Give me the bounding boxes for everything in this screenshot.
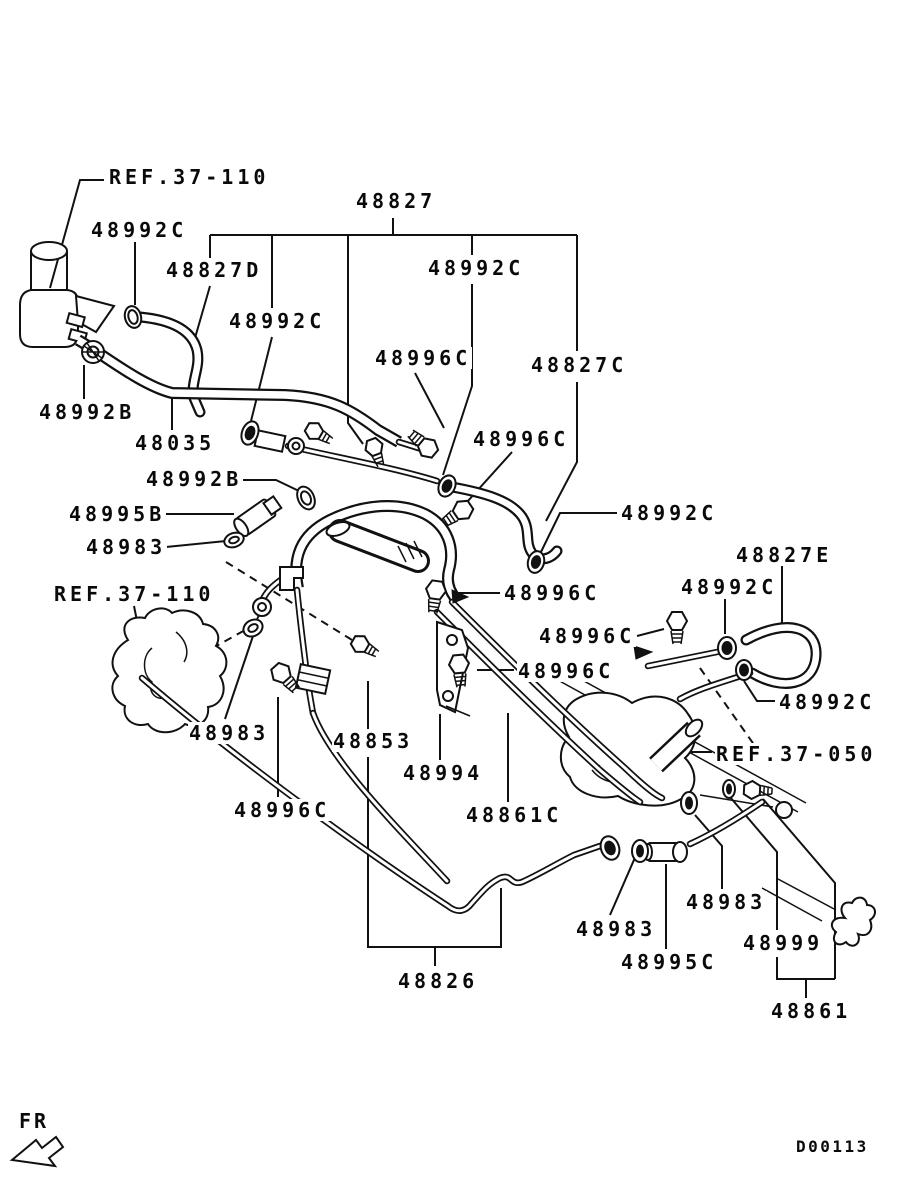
part-label-48861c: 48861C	[465, 803, 564, 827]
part-label-48983-a: 48983	[85, 535, 168, 559]
part-label-ref-37-050: REF.37-050	[715, 742, 878, 766]
part-label-48853: 48853	[332, 729, 415, 753]
part-label-48996c-a: 48996C	[374, 346, 473, 370]
part-label-48996c-b: 48996C	[472, 427, 571, 451]
bolt-banjo-top	[303, 422, 334, 445]
part-label-48992c-e: 48992C	[680, 575, 779, 599]
bolt-48996c-6	[270, 661, 300, 694]
oring-48983-gear	[680, 791, 698, 815]
elbow-fitting	[279, 566, 304, 591]
bolt-48996c-3	[424, 579, 448, 614]
clamp-48992c-right	[526, 550, 546, 574]
washer-48999	[722, 779, 736, 799]
oring-bottom-cluster	[631, 839, 649, 863]
clamp-48983-bottom	[599, 835, 621, 861]
gear-pipes-48861	[433, 598, 666, 806]
spring-clamp-48992b	[81, 340, 105, 364]
reservoir-tank	[19, 241, 116, 348]
part-label-48827c: 48827C	[530, 353, 629, 377]
part-label-48035: 48035	[134, 431, 217, 455]
hose-48827c	[446, 481, 563, 565]
part-label-48983-c: 48983	[575, 917, 658, 941]
part-label-48996c-f: 48996C	[233, 798, 332, 822]
banjo-joint-top	[253, 429, 305, 455]
part-label-48992b-b: 48992B	[145, 467, 244, 491]
steering-gear	[544, 663, 807, 819]
clamp-48992c-uhose-top	[717, 636, 737, 660]
part-label-48992b-a: 48992B	[38, 400, 137, 424]
hidden-lines	[199, 561, 837, 922]
bolt-48999	[742, 779, 773, 801]
oring-48983-left	[223, 531, 245, 549]
flow-arrows	[451, 589, 654, 660]
part-label-48992c-d: 48992C	[620, 501, 719, 525]
power-steering-pump	[111, 607, 228, 734]
part-label-48827d: 48827D	[165, 258, 264, 282]
part-label-48995c: 48995C	[620, 950, 719, 974]
part-label-48992c-f: 48992C	[778, 690, 877, 714]
clamp-48992c-uhose-bottom	[735, 659, 753, 681]
clamp-48992c-reservoir	[123, 305, 143, 329]
bolt-48996c-1	[407, 429, 440, 459]
hose-end-grommet	[830, 896, 876, 947]
clamp-48992c-center	[437, 474, 457, 498]
bolt-sleeve	[349, 635, 380, 658]
part-label-48826: 48826	[397, 969, 480, 993]
part-label-ref-37-110-top: REF.37-110	[108, 165, 271, 189]
part-label-48992c-b: 48992C	[228, 309, 327, 333]
drawing-code: D00113	[795, 1136, 870, 1158]
joint-48995b	[233, 494, 283, 538]
part-label-48827e: 48827E	[735, 543, 834, 567]
part-label-48992c-c: 48992C	[427, 256, 526, 280]
part-label-48827: 48827	[355, 189, 438, 213]
bolt-48996c-5	[447, 653, 471, 688]
pressure-hose-loop-48853	[290, 499, 461, 603]
part-label-ref-37-110-bottom: REF.37-110	[53, 582, 216, 606]
part-label-48996c-c: 48996C	[503, 581, 602, 605]
hardline-48827	[284, 442, 441, 485]
bolt-48996c-4	[665, 611, 689, 645]
bolt-center-top	[364, 436, 385, 468]
part-label-48996c-e: 48996C	[517, 659, 616, 683]
part-label-48983-d: 48983	[685, 890, 768, 914]
part-label-48999: 48999	[742, 931, 825, 955]
part-label-48995b: 48995B	[68, 502, 167, 526]
pipe-clamp-48853	[294, 662, 332, 696]
fr-direction-label: FR	[18, 1109, 51, 1133]
clamp-48992b-mid	[296, 485, 316, 511]
clamp-48992c-mid	[240, 420, 260, 446]
part-label-48983-b: 48983	[188, 721, 271, 745]
joint-48995c	[643, 841, 688, 863]
part-label-48994: 48994	[402, 761, 485, 785]
part-label-48992c-a: 48992C	[90, 218, 189, 242]
bolt-48996c-2	[441, 499, 475, 527]
part-label-48996c-d: 48996C	[538, 624, 637, 648]
oring-48983-pump	[242, 618, 264, 638]
fr-direction-arrow	[9, 1135, 65, 1168]
banjo-eye-pump	[252, 597, 272, 617]
part-label-48861: 48861	[770, 999, 853, 1023]
